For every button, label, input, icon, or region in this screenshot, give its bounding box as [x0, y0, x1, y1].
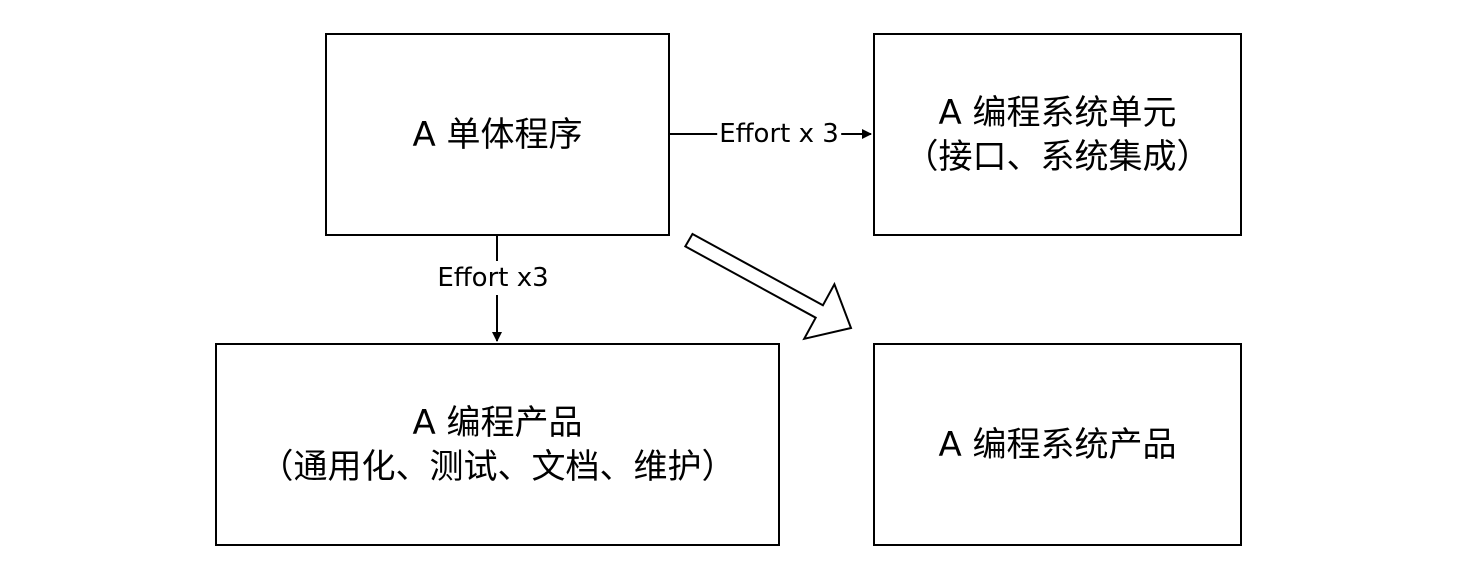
node-system-unit: A 编程系统单元 （接口、系统集成）	[873, 33, 1242, 236]
node-system-product-line-1: A 编程系统产品	[938, 424, 1177, 465]
edge-label-effort-down: Effort x3	[437, 261, 549, 295]
node-system-unit-line-2: （接口、系统集成）	[904, 136, 1211, 177]
node-monolith-line-1: A 单体程序	[412, 114, 583, 155]
node-monolith: A 单体程序	[325, 33, 670, 236]
node-product: A 编程产品 （通用化、测试、文档、维护）	[215, 343, 780, 546]
edge-label-effort-right: Effort x 3	[717, 119, 841, 149]
node-product-line-2: （通用化、测试、文档、维护）	[259, 446, 736, 487]
node-product-line-1: A 编程产品	[412, 402, 583, 443]
node-system-unit-line-1: A 编程系统单元	[938, 92, 1177, 133]
edge-monolith-to-system-product-hollow-arrow	[683, 232, 853, 341]
node-system-product: A 编程系统产品	[873, 343, 1242, 546]
